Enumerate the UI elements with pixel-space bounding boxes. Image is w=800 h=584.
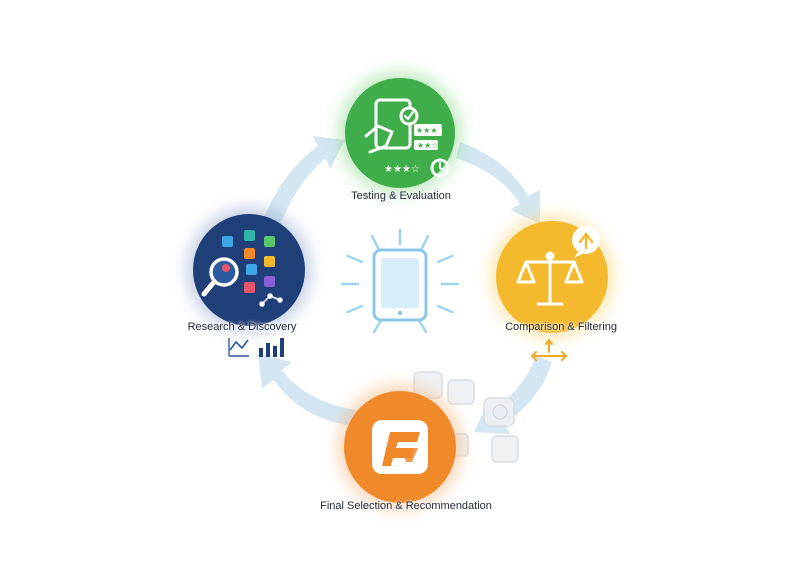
svg-text:★★★☆: ★★★☆ xyxy=(384,164,420,175)
svg-text:★★★: ★★★ xyxy=(416,126,438,135)
faded-app-tiles xyxy=(413,371,519,463)
node-comparison-filtering xyxy=(490,215,614,361)
arrow-testing-to-comparison xyxy=(456,142,540,224)
scales-icon xyxy=(516,251,584,306)
node-research-discovery xyxy=(187,208,311,357)
node-testing-evaluation: ★★★ ★★☆ ★★★☆ xyxy=(340,73,460,193)
svg-text:★★☆: ★★☆ xyxy=(417,141,439,150)
arrow-research-to-testing xyxy=(262,136,345,230)
app-logo-icon xyxy=(372,420,428,474)
label-comparison-filtering: Comparison & Filtering xyxy=(505,321,617,333)
node-final-selection xyxy=(338,371,519,509)
label-testing-evaluation: Testing & Evaluation xyxy=(351,190,451,202)
analytics-icon xyxy=(228,338,284,357)
resize-arrows-icon xyxy=(530,338,568,361)
upload-bubble-icon xyxy=(572,226,600,258)
arrow-final-to-research xyxy=(258,354,356,426)
label-research-discovery: Research & Discovery xyxy=(187,321,297,333)
magnifier-apps-icon xyxy=(201,230,283,307)
label-final-selection: Final Selection & Recommendation xyxy=(320,500,492,512)
tablet-icon xyxy=(340,228,460,334)
tablet-review-icon xyxy=(364,98,450,178)
